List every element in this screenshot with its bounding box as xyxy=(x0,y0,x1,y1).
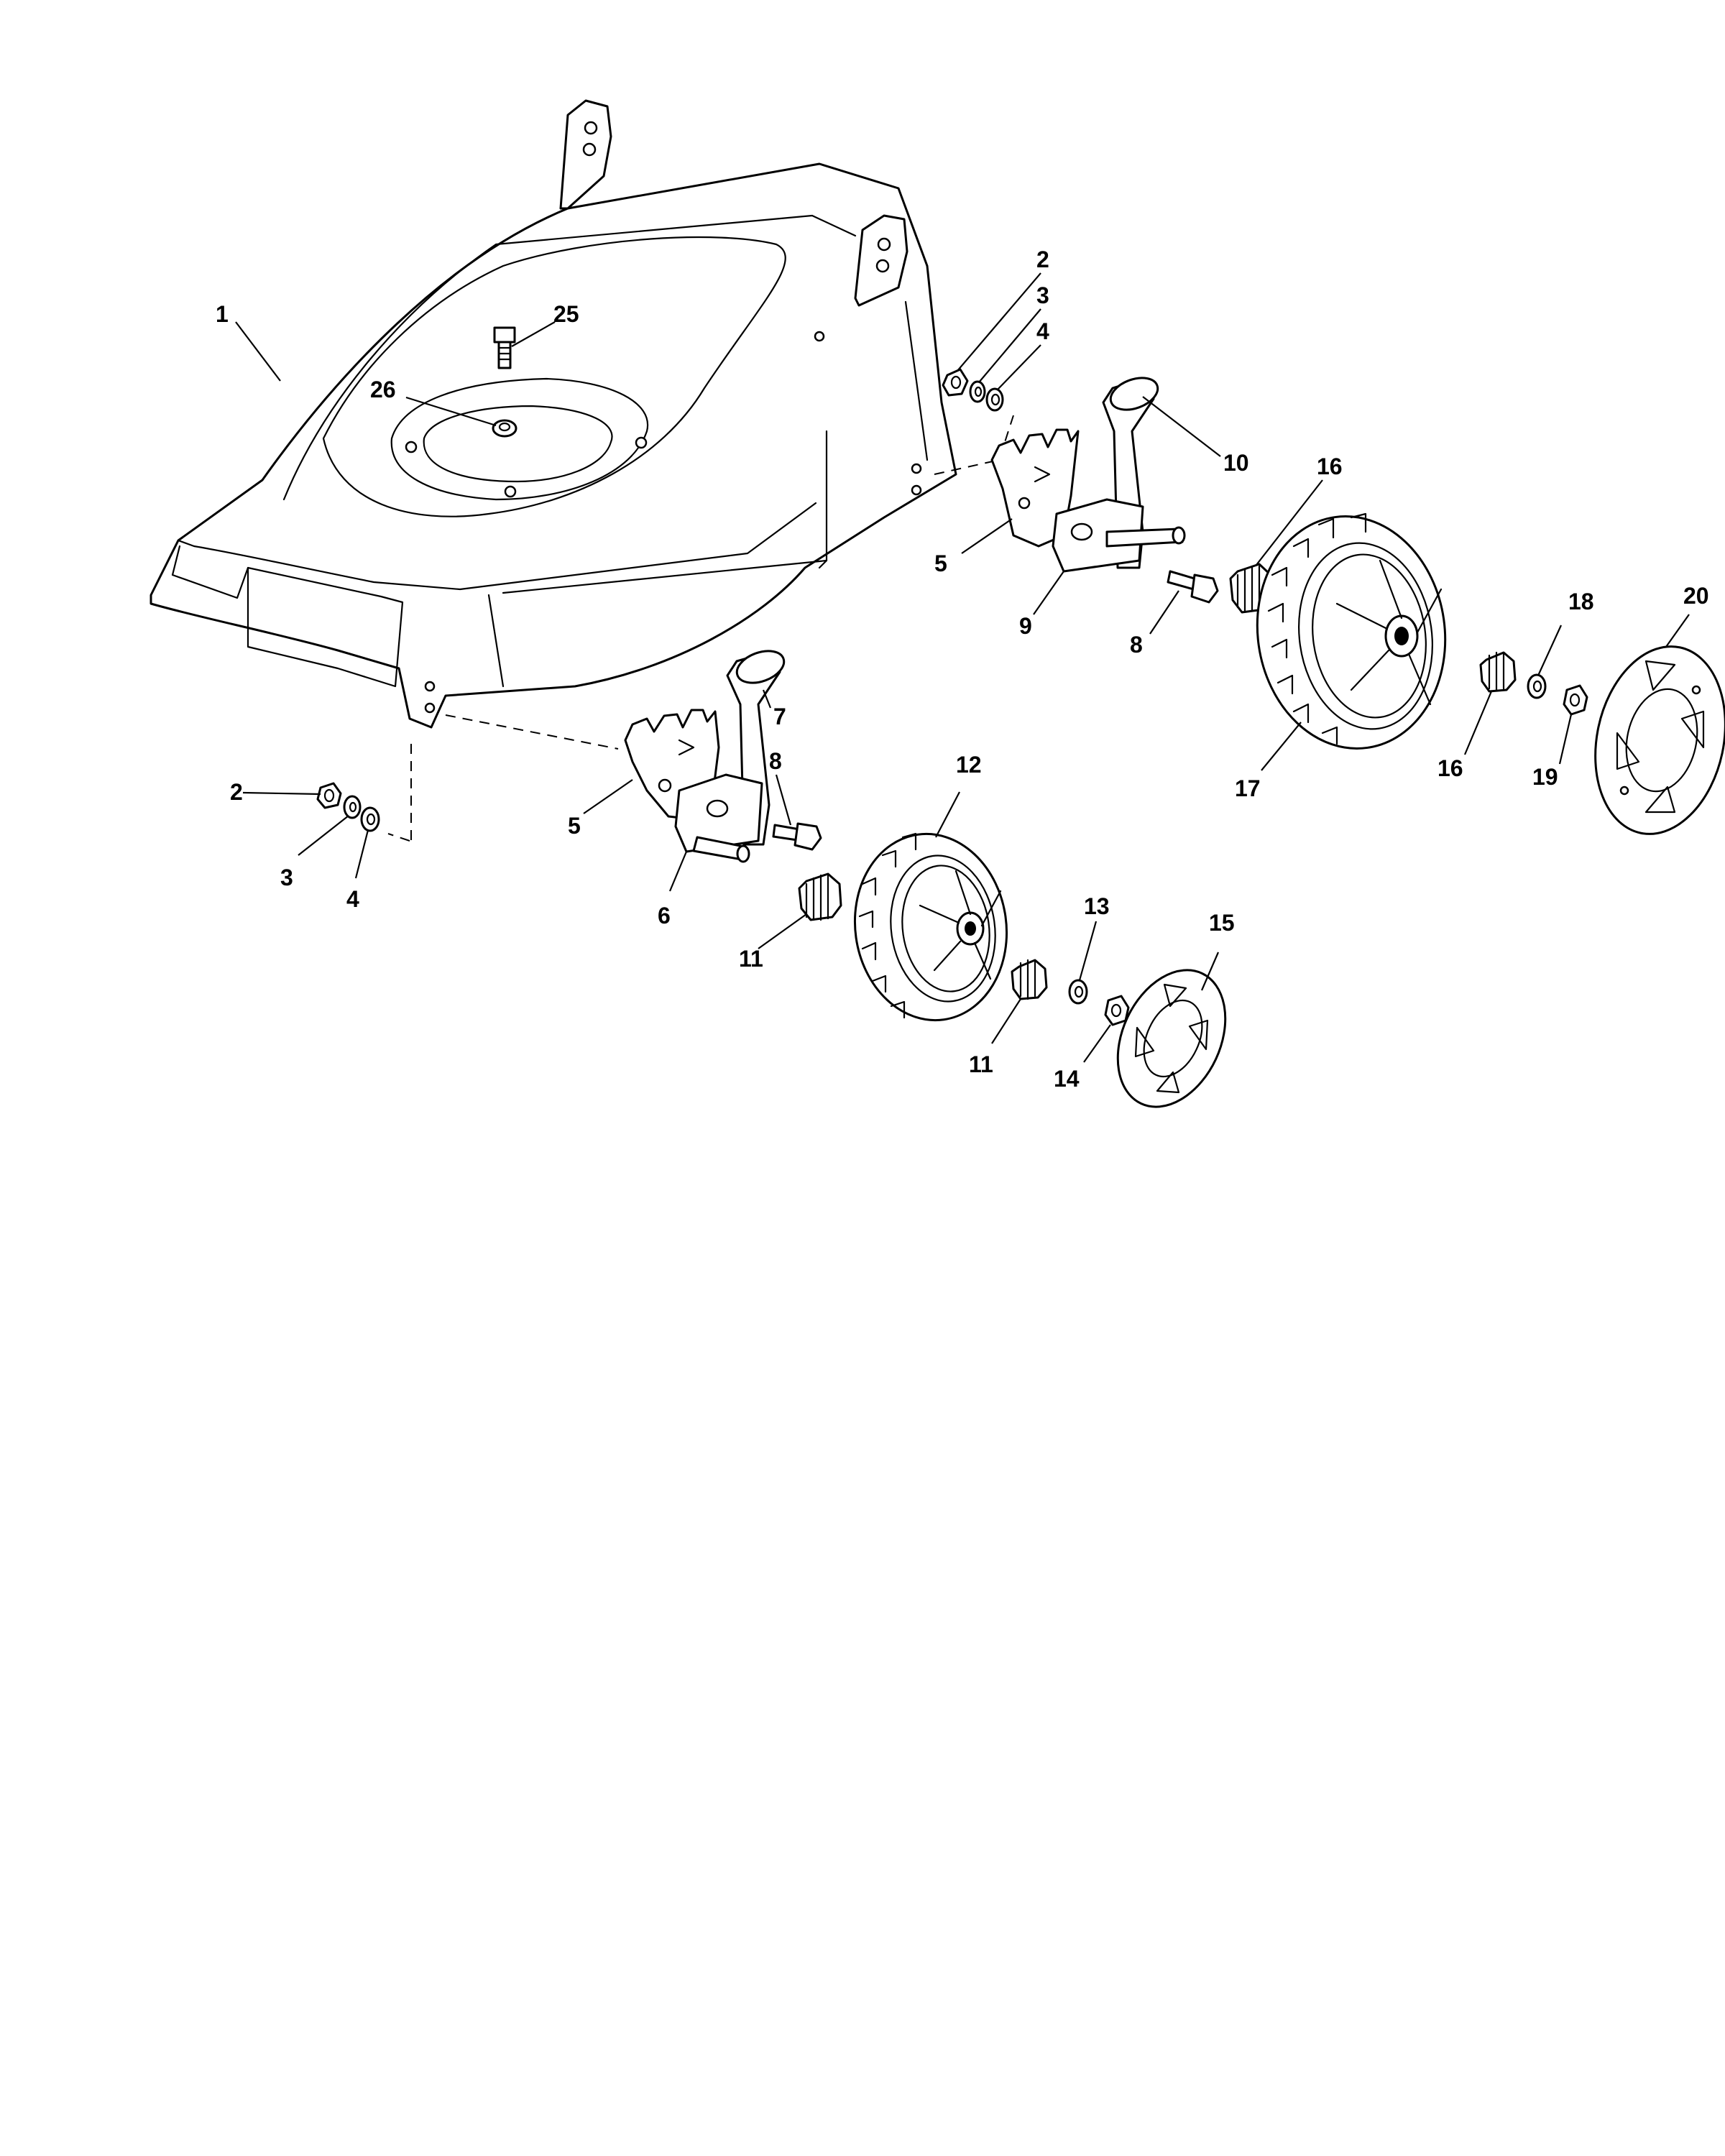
callout-5-rear: 5 xyxy=(934,550,947,576)
bolt-8-rear xyxy=(1167,570,1219,604)
mower-deck xyxy=(150,99,957,729)
callout-2-rear: 2 xyxy=(1036,247,1049,272)
washer-13 xyxy=(1068,979,1088,1005)
callout-16-inner: 16 xyxy=(1317,453,1343,479)
callout-8-front: 8 xyxy=(769,748,782,774)
callout-5-front: 5 xyxy=(568,813,581,839)
callout-19: 19 xyxy=(1532,764,1558,790)
callout-12: 12 xyxy=(956,752,982,778)
callout-9: 9 xyxy=(1019,613,1032,639)
callout-3-front: 3 xyxy=(280,865,293,890)
nut-2-rear xyxy=(942,368,969,397)
bolt-25 xyxy=(493,326,516,369)
height-lever-7 xyxy=(726,650,786,846)
callout-4-rear: 4 xyxy=(1036,318,1049,344)
washer-18 xyxy=(1527,673,1547,699)
nut-19 xyxy=(1563,684,1588,716)
callout-17: 17 xyxy=(1235,775,1261,801)
callout-26: 26 xyxy=(370,377,396,402)
bearing-11-outer xyxy=(1011,959,1048,1000)
callout-2-front: 2 xyxy=(230,779,243,805)
callout-13: 13 xyxy=(1084,893,1110,919)
callout-14: 14 xyxy=(1054,1066,1080,1092)
washer-4-front xyxy=(360,806,380,832)
nut-26 xyxy=(492,419,518,438)
washer-3-front xyxy=(343,795,362,819)
bolt-8-front xyxy=(772,822,822,851)
bearing-11-inner xyxy=(798,872,842,921)
callout-11-inner: 11 xyxy=(739,946,763,972)
bearing-16-outer xyxy=(1479,651,1517,693)
callout-7: 7 xyxy=(773,704,786,729)
callout-15: 15 xyxy=(1209,910,1235,936)
callout-6: 6 xyxy=(658,903,671,929)
callout-1: 1 xyxy=(216,301,229,327)
hub-cap-20 xyxy=(1594,645,1725,835)
callout-3-rear: 3 xyxy=(1036,282,1049,308)
callout-8-rear: 8 xyxy=(1130,632,1143,658)
hub-cap-15 xyxy=(1116,969,1227,1108)
callout-4-front: 4 xyxy=(346,886,359,912)
callout-16-outer: 16 xyxy=(1438,755,1463,781)
rear-wheel-17 xyxy=(1256,512,1447,750)
callout-18: 18 xyxy=(1568,589,1594,614)
assembly-line-rear xyxy=(934,415,1014,475)
leader-lines xyxy=(235,272,1690,1063)
nut-2-front xyxy=(316,782,342,809)
axle-plate-9 xyxy=(1052,498,1186,573)
front-wheel-12 xyxy=(853,832,1008,1022)
assembly-line-front-washers xyxy=(387,833,410,842)
assembly-line-front xyxy=(410,714,619,841)
callout-25: 25 xyxy=(553,301,579,327)
callout-20: 20 xyxy=(1683,583,1709,609)
washer-3-rear xyxy=(969,380,986,403)
callout-10: 10 xyxy=(1223,450,1249,476)
washer-4-rear xyxy=(985,387,1004,412)
axle-plate-6 xyxy=(674,773,763,863)
callout-11-outer: 11 xyxy=(969,1051,993,1077)
callout-labels: 1 25 26 2 3 4 10 16 5 9 8 18 20 17 16 19… xyxy=(216,247,1709,1092)
